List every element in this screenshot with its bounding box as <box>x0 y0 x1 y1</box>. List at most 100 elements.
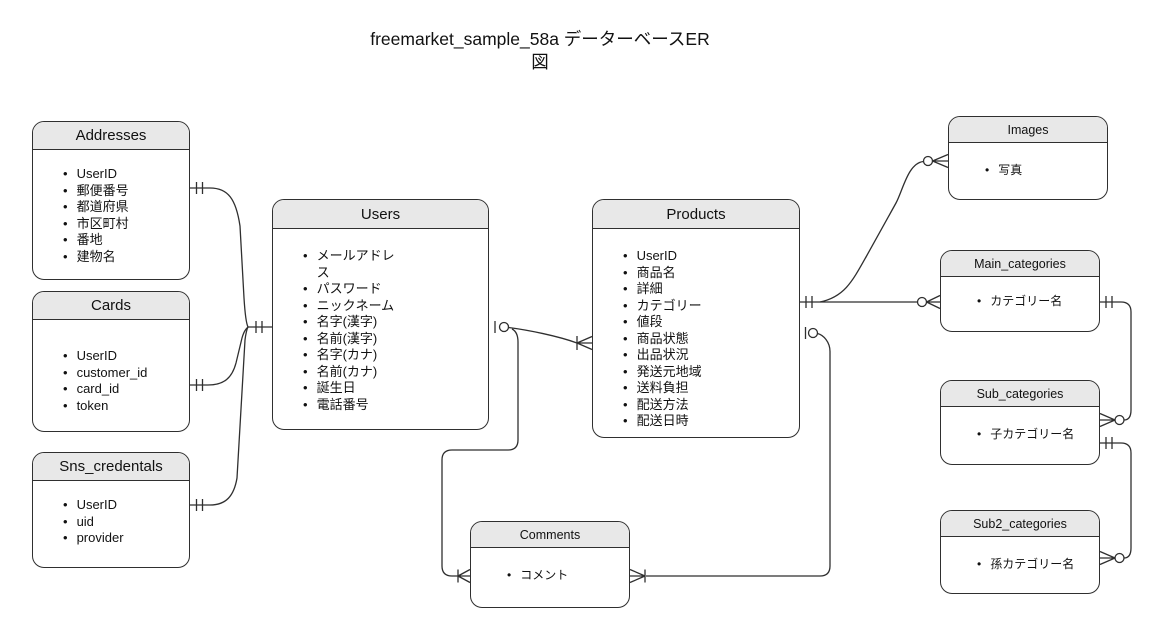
entity-sns-credentals-header: Sns_credentals <box>33 453 189 481</box>
bullet-icon: • <box>977 294 982 308</box>
attribute-item: •UserID <box>63 166 185 183</box>
cardinality-zero-or-many-marker <box>932 153 949 169</box>
entity-sub-categories-title: Sub_categories <box>976 386 1064 401</box>
attribute-item: •誕生日 <box>303 380 484 397</box>
attribute-label: 配送方法 <box>636 396 689 412</box>
attribute-item: •コメント <box>507 568 625 583</box>
entity-sub-categories: Sub_categories •子カテゴリー名 <box>940 380 1100 465</box>
cardinality-one-or-many-marker <box>629 568 646 584</box>
bullet-icon: • <box>63 182 68 198</box>
bullet-icon: • <box>63 364 68 380</box>
entity-addresses-header: Addresses <box>33 122 189 150</box>
attribute-item: • 配送日時 <box>623 413 795 430</box>
cardinality-one-marker <box>255 321 263 333</box>
cardinality-zero-circle <box>916 296 928 308</box>
attribute-label: UserID <box>76 497 118 512</box>
attribute-label: コメント <box>520 568 569 582</box>
attribute-label: カテゴリー名 <box>990 294 1063 308</box>
attribute-item: • 名前(漢字) <box>303 331 484 348</box>
attribute-item: •カテゴリー <box>623 298 795 315</box>
entity-products-attributes: •UserID•商品名•詳細•カテゴリー•値段•商品状態•出品状況•発送元地域•… <box>593 229 799 430</box>
attribute-item: •詳細 <box>623 281 795 298</box>
bullet-icon: • <box>63 166 68 181</box>
attribute-label: 名字(カナ) <box>316 347 378 362</box>
connector-users-comments <box>441 328 519 584</box>
connector-users-merge <box>248 321 272 333</box>
entity-addresses-title: Addresses <box>75 127 147 144</box>
attribute-label: 詳細 <box>636 281 663 296</box>
bullet-icon: • <box>623 396 628 412</box>
bullet-icon: • <box>63 381 68 396</box>
connector-addresses-users <box>190 182 249 328</box>
entity-comments-header: Comments <box>471 522 629 548</box>
entity-sub-categories-attributes: •子カテゴリー名 <box>941 407 1099 442</box>
attribute-item: •メールアドレス <box>303 248 484 281</box>
bullet-icon: • <box>623 248 628 263</box>
bullet-icon: • <box>623 413 628 428</box>
bullet-icon: • <box>303 314 308 329</box>
connector-products-comments <box>629 327 831 584</box>
bullet-icon: • <box>977 557 982 571</box>
attribute-item: • 都道府県 <box>63 199 185 216</box>
entity-main-categories-title: Main_categories <box>974 256 1066 271</box>
entity-sub2-categories-header: Sub2_categories <box>941 511 1099 537</box>
bullet-icon: • <box>63 199 68 214</box>
cardinality-zero-circle <box>498 321 510 333</box>
bullet-icon: • <box>623 297 628 313</box>
attribute-item: •値段 <box>623 314 795 331</box>
bullet-icon: • <box>977 427 982 441</box>
entity-sub2-categories-title: Sub2_categories <box>973 516 1067 531</box>
attribute-label: 送料負担 <box>636 380 689 395</box>
cardinality-zero-circle <box>1114 552 1125 564</box>
attribute-item: •名字(カナ) <box>303 347 484 364</box>
entity-products-title: Products <box>666 205 726 223</box>
bullet-icon: • <box>623 314 628 329</box>
bullet-icon: • <box>303 281 308 296</box>
attribute-label: 商品状態 <box>636 330 689 346</box>
entity-users-title: Users <box>360 205 401 223</box>
attribute-item: •商品名 <box>623 265 795 282</box>
entity-images-title: Images <box>1007 122 1049 137</box>
bullet-icon: • <box>985 163 990 177</box>
attribute-label: 市区町村 <box>76 215 129 231</box>
bullet-icon: • <box>303 330 308 346</box>
connector-products-main-categories <box>800 294 941 310</box>
cardinality-one-marker <box>195 182 204 194</box>
attribute-label: card_id <box>76 381 120 396</box>
attribute-label: 郵便番号 <box>76 182 129 198</box>
attribute-item: •UserID <box>63 348 185 365</box>
entity-images-attributes: •写真 <box>949 143 1107 178</box>
cardinality-zero-or-many-marker <box>1099 550 1116 566</box>
entity-main-categories-attributes: • カテゴリー名 <box>941 277 1099 309</box>
entity-cards-header: Cards <box>33 292 189 320</box>
attribute-item: • 郵便番号 <box>63 183 185 200</box>
cardinality-one-marker <box>1105 296 1113 308</box>
attribute-item: •UserID <box>63 497 185 514</box>
cardinality-zero-circle <box>922 155 934 167</box>
attribute-item: •名字(漢字) <box>303 314 484 331</box>
connector-main-categories-sub-categories <box>1099 296 1132 428</box>
cardinality-zero-circle <box>807 327 819 339</box>
bullet-icon: • <box>623 363 628 379</box>
bullet-icon: • <box>303 380 308 395</box>
attribute-label: 配送日時 <box>636 413 689 428</box>
attribute-label: UserID <box>76 348 118 363</box>
entity-users-attributes: •メールアドレス•パスワード•ニックネーム•名字(漢字)•名前(漢字)•名字(カ… <box>273 229 488 413</box>
attribute-label: 名前(漢字) <box>316 330 378 346</box>
attribute-label: uid <box>76 513 94 529</box>
attribute-item: •customer_id <box>63 365 185 382</box>
cardinality-one-marker <box>195 379 204 391</box>
attribute-label: 都道府県 <box>76 199 129 214</box>
entity-cards-title: Cards <box>90 297 131 314</box>
entity-sns-credentals: Sns_credentals •UserID•uid•provider <box>32 452 190 568</box>
entity-images-header: Images <box>949 117 1107 143</box>
attribute-label: token <box>76 397 109 413</box>
entity-addresses: Addresses •UserID•郵便番号•都道府県•市区町村•番地•建物名 <box>32 121 190 280</box>
cardinality-one-marker <box>805 296 813 308</box>
attribute-item: •名前(カナ) <box>303 364 484 381</box>
attribute-item: •孫カテゴリー名 <box>977 557 1095 572</box>
attribute-label: 発送元地域 <box>636 363 702 379</box>
bullet-icon: • <box>63 513 68 529</box>
